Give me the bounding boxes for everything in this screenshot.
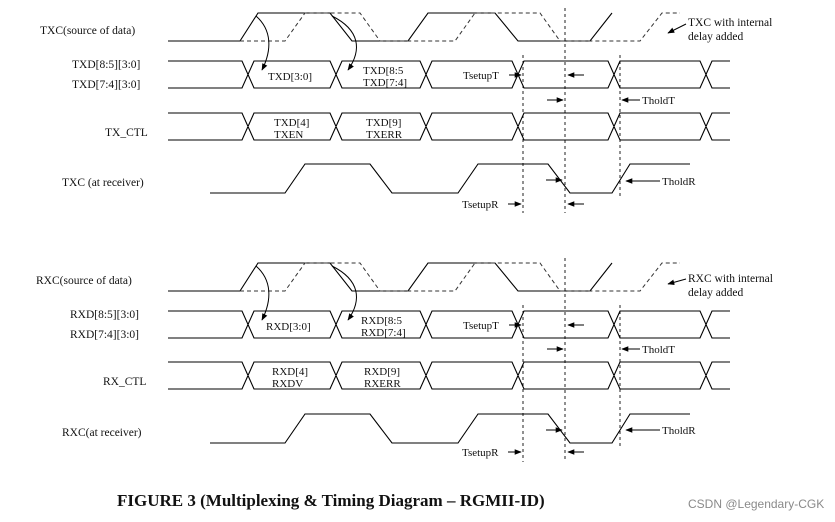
rx-clk-waveform: [168, 262, 613, 292]
tx-clk-label: TXC(source of data): [40, 25, 135, 37]
tx-ctl-seg-2b: TXERR: [366, 129, 403, 141]
rx-data-seg-2a: RXD[8:5: [361, 315, 402, 327]
rx-tsetup-r: TsetupR: [462, 447, 499, 459]
tx-data-seg-2a: TXD[8:5: [363, 65, 404, 77]
rx-rcv-label: RXC(at receiver): [62, 427, 142, 439]
tx-data-label-2: TXD[7:4][3:0]: [72, 79, 140, 91]
rx-rcv-clk-waveform: [210, 413, 690, 444]
rx-clk-label: RXC(source of data): [36, 275, 132, 287]
tx-rcv-clk-waveform: [210, 163, 690, 194]
rx-delay-note-arrow: [667, 278, 687, 286]
tx-data-seg-2b: TXD[7:4]: [363, 77, 407, 89]
tx-ctl-waveform: [168, 112, 730, 141]
rx-ctl-seg-1b: RXDV: [272, 378, 303, 390]
rx-launch-arrow-2: [331, 265, 357, 321]
tx-thold-t: TholdT: [642, 95, 675, 107]
tx-delay-note-arrow: [667, 23, 687, 34]
tx-launch-arrow-2: [331, 15, 357, 71]
rx-data-bus-waveform: [168, 310, 730, 339]
tx-clk-waveform: [168, 12, 613, 42]
rx-clk-delayed-waveform: [240, 262, 680, 292]
rx-ctl-seg-2b: RXERR: [364, 378, 401, 390]
rx-launch-arrow-1: [255, 265, 270, 321]
rx-ctl-label: RX_CTL: [103, 376, 146, 388]
rx-tsetup-t: TsetupT: [463, 320, 499, 332]
rx-thold-t: TholdT: [642, 344, 675, 356]
rx-delay-note-1: RXC with internal: [688, 273, 773, 285]
rx-delay-note-2: delay added: [688, 287, 743, 299]
tx-ctl-seg-1b: TXEN: [274, 129, 303, 141]
tx-clk-delayed-waveform: [240, 12, 680, 42]
figure-caption: FIGURE 3 (Multiplexing & Timing Diagram …: [117, 491, 545, 510]
tx-launch-arrow-1: [255, 15, 270, 71]
tx-tsetup-r: TsetupR: [462, 199, 499, 211]
tx-data-label-1: TXD[8:5][3:0]: [72, 59, 140, 71]
tx-data-seg-1: TXD[3:0]: [268, 71, 312, 83]
tx-timing-group: TXC(source of data) TXC with internal de…: [40, 12, 772, 211]
tx-rcv-label: TXC (at receiver): [62, 177, 144, 189]
rx-ctl-seg-2a: RXD[9]: [364, 366, 400, 378]
rx-thold-r: TholdR: [662, 425, 696, 437]
rx-ctl-seg-1a: RXD[4]: [272, 366, 308, 378]
watermark: CSDN @Legendary-CGK: [688, 497, 824, 511]
tx-ctl-seg-2a: TXD[9]: [366, 117, 401, 129]
tx-tsetup-t: TsetupT: [463, 70, 499, 82]
timing-guide-lines: [522, 8, 621, 462]
rx-data-seg-2b: RXD[7:4]: [361, 327, 406, 339]
rx-timing-group: RXC(source of data) RXC with internal de…: [36, 262, 773, 459]
tx-delay-note-2: delay added: [688, 31, 743, 43]
tx-ctl-label: TX_CTL: [105, 127, 148, 139]
tx-delay-note-1: TXC with internal: [688, 17, 772, 29]
rx-data-label-1: RXD[8:5][3:0]: [70, 309, 139, 321]
rx-ctl-waveform: [168, 361, 730, 390]
tx-data-bus-waveform: [168, 60, 730, 89]
rx-data-seg-1: RXD[3:0]: [266, 321, 311, 333]
rx-data-label-2: RXD[7:4][3:0]: [70, 329, 139, 341]
tx-thold-r: TholdR: [662, 176, 696, 188]
tx-ctl-seg-1a: TXD[4]: [274, 117, 309, 129]
